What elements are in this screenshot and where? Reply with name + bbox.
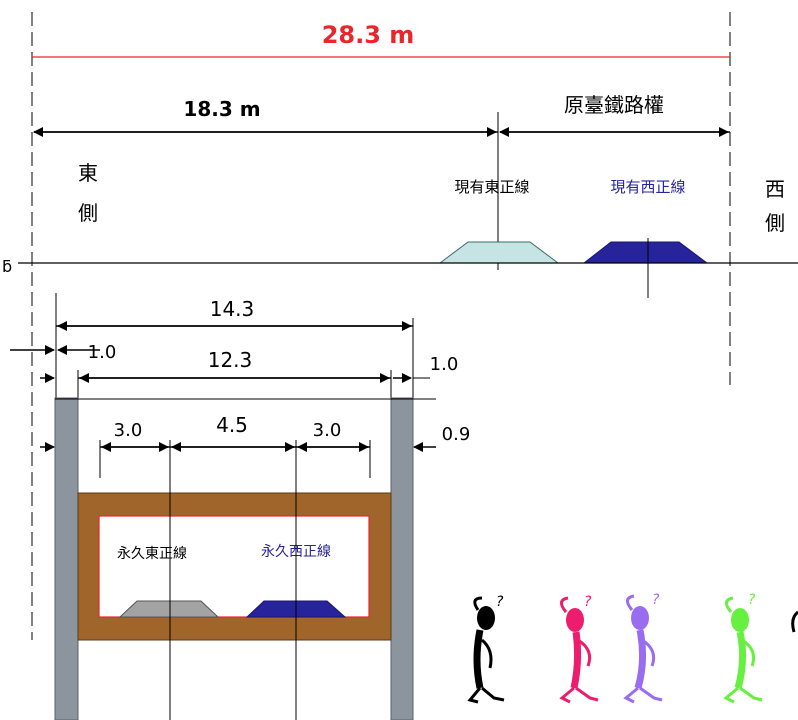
thinking-figure-green: ? bbox=[723, 592, 763, 704]
thinking-figure-pink: ? bbox=[559, 594, 599, 704]
slab-thickness-label: 0.9 bbox=[442, 424, 471, 445]
seg-right-label: 3.0 bbox=[313, 420, 342, 441]
question-mark-black: ? bbox=[496, 594, 504, 610]
west-span-label: 18.3 m bbox=[183, 97, 260, 121]
existing-west-track-label: 現有西正線 bbox=[610, 178, 685, 196]
partial-figure-edge bbox=[791, 610, 798, 633]
outer-width-label: 14.3 bbox=[210, 297, 255, 321]
existing-east-track bbox=[438, 241, 560, 264]
thinking-figure-black: ? bbox=[467, 594, 505, 704]
west-side-top: 西 bbox=[765, 177, 785, 201]
question-mark-purple: ? bbox=[652, 592, 660, 608]
east-side-bottom: 側 bbox=[78, 201, 98, 225]
wall-left-label: 1.0 bbox=[88, 342, 117, 363]
rail-right-label: 原臺鐵路權 bbox=[564, 93, 664, 117]
right-wall bbox=[390, 397, 414, 720]
left-wall bbox=[54, 397, 79, 720]
question-mark-green: ? bbox=[748, 592, 756, 608]
total-width-label: 28.3 m bbox=[322, 21, 415, 49]
existing-west-track bbox=[582, 241, 709, 264]
wall-right-label: 1.0 bbox=[430, 354, 459, 375]
box-interior bbox=[98, 515, 370, 618]
existing-east-track-label: 現有東正線 bbox=[454, 178, 529, 196]
seg-mid-label: 4.5 bbox=[216, 413, 248, 437]
question-mark-pink: ? bbox=[584, 594, 592, 610]
inner-width-label: 12.3 bbox=[208, 348, 253, 372]
thinking-figure-purple: ? bbox=[623, 592, 663, 704]
west-side-bottom: 側 bbox=[765, 211, 785, 235]
seg-left-label: 3.0 bbox=[114, 420, 143, 441]
east-side-top: 東 bbox=[78, 161, 98, 185]
permanent-east-track bbox=[118, 600, 220, 618]
edge-glyph: ƃ bbox=[2, 257, 12, 276]
permanent-east-track-label: 永久東正線 bbox=[117, 546, 187, 562]
